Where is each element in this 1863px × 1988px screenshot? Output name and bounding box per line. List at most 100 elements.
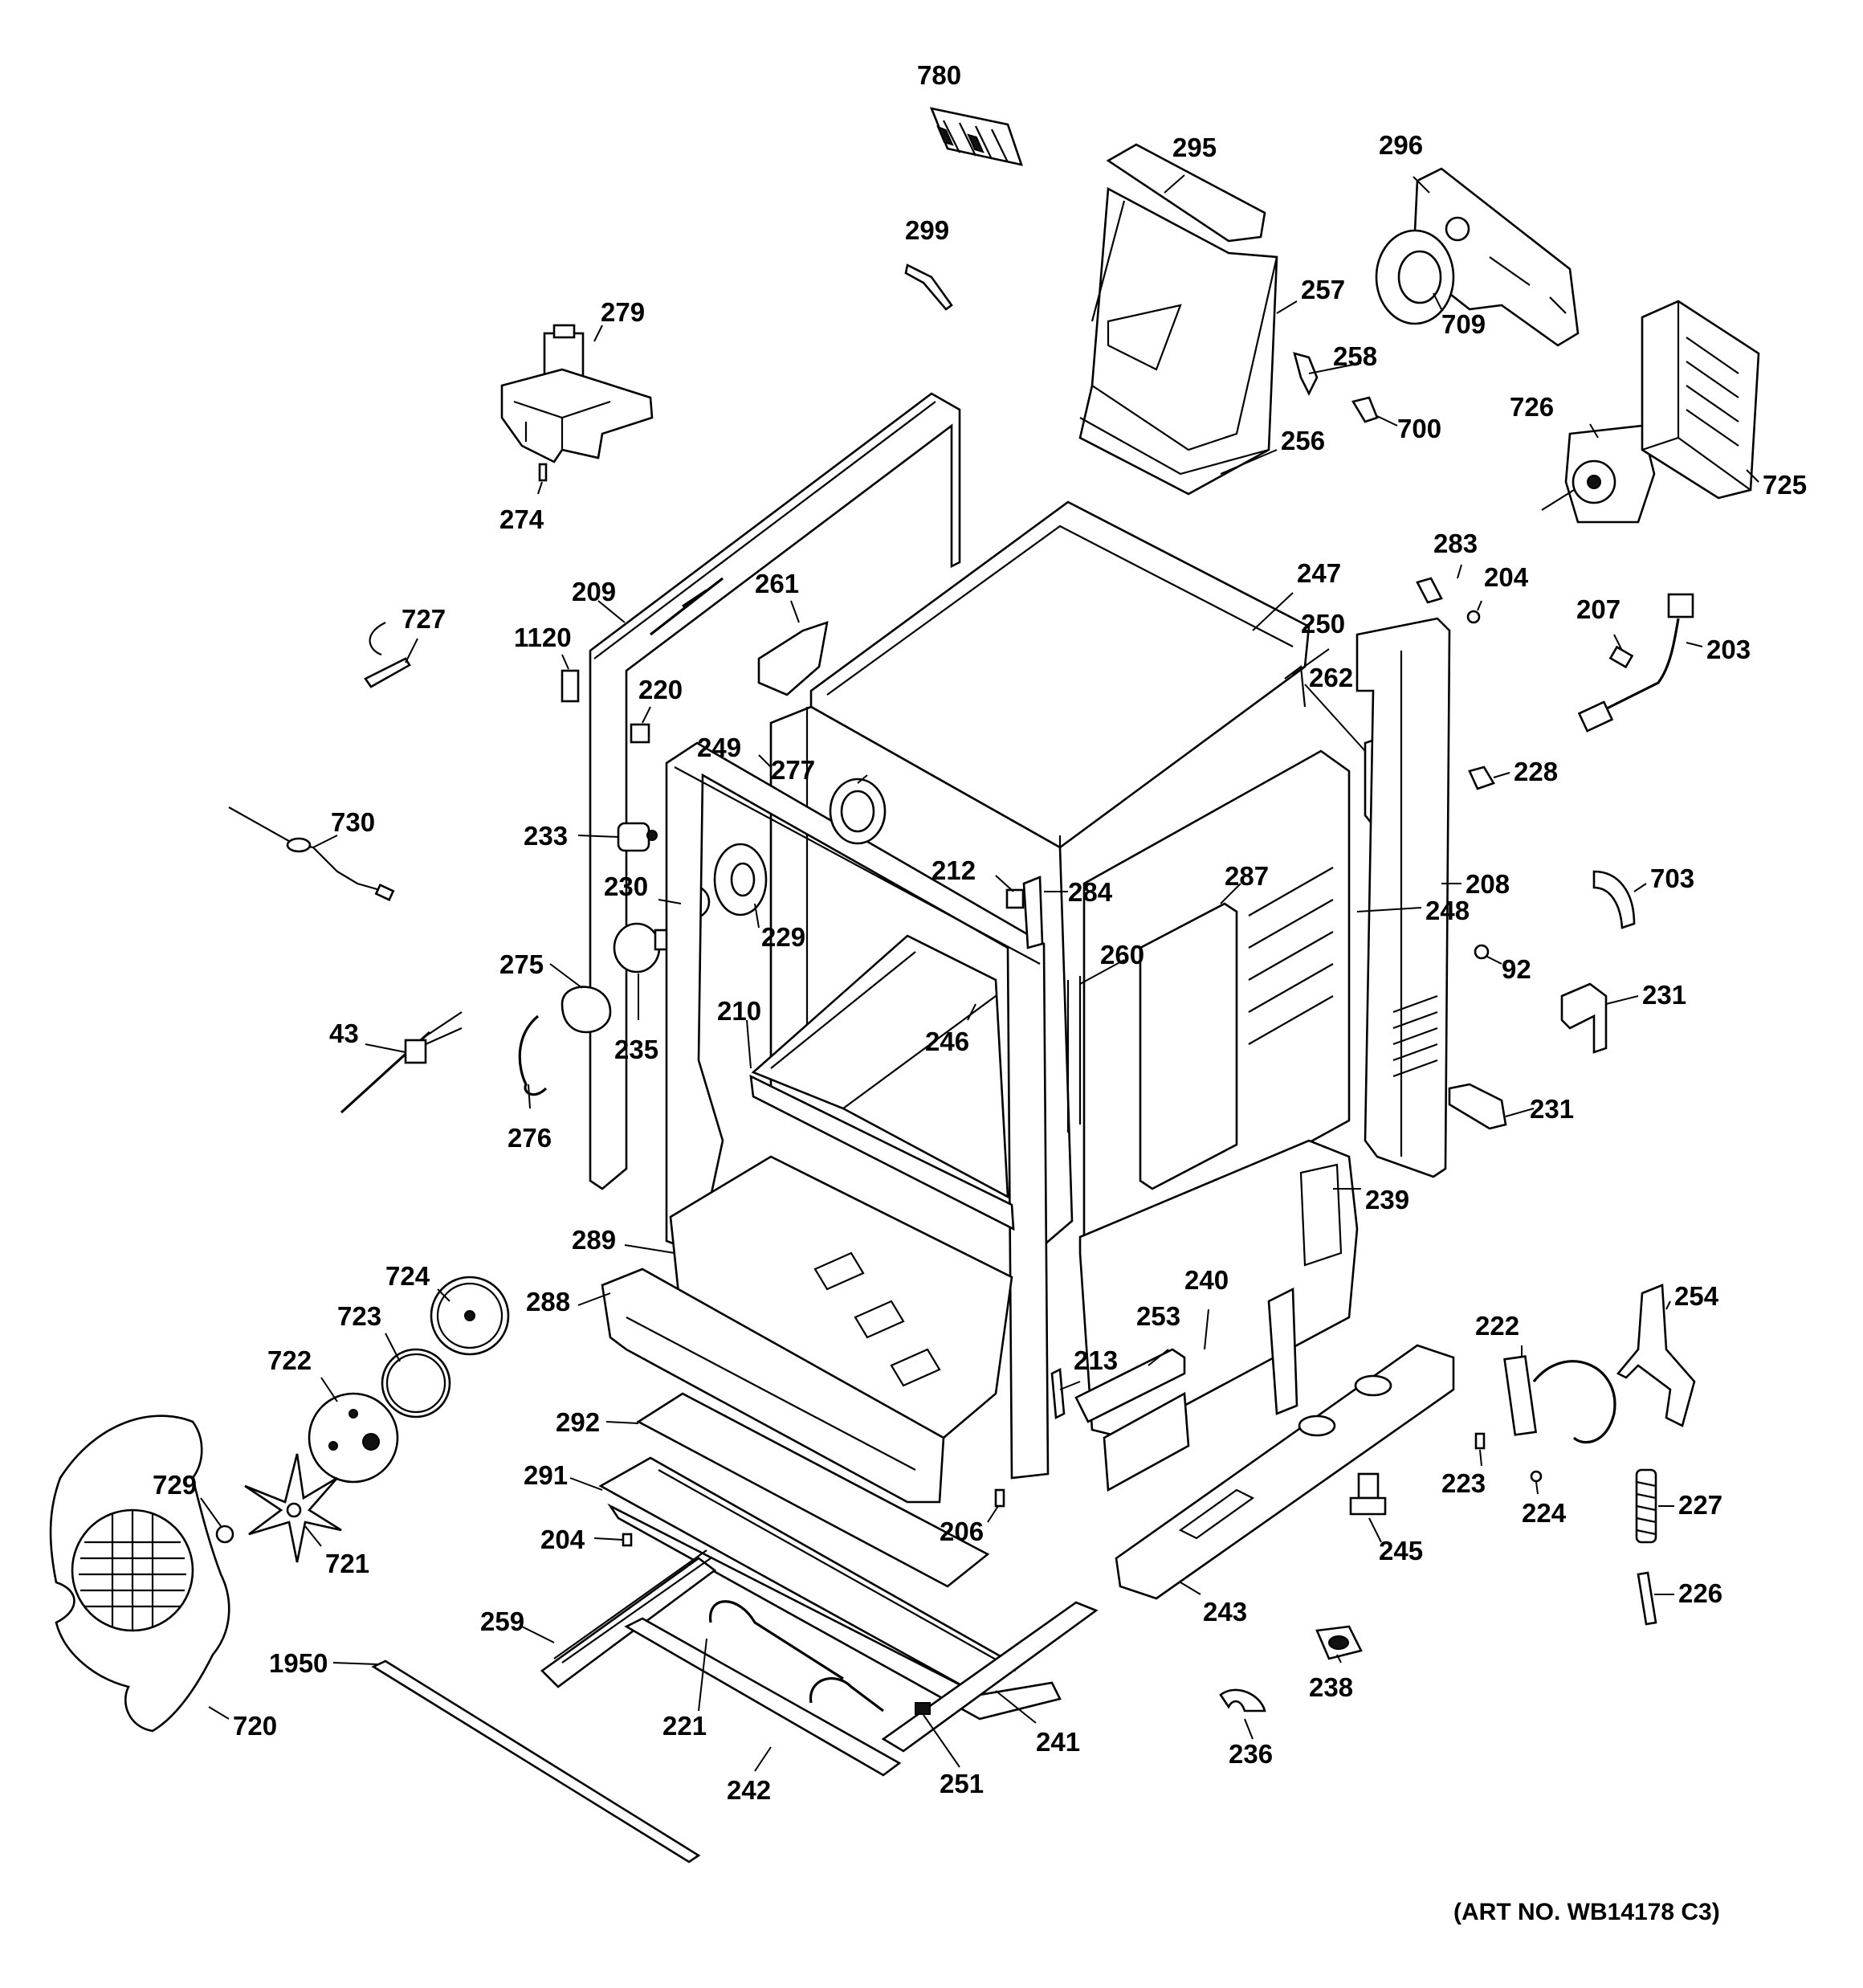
label-253: 253 bbox=[1136, 1301, 1180, 1331]
label-295: 295 bbox=[1172, 133, 1217, 162]
label-220: 220 bbox=[638, 675, 683, 704]
label-204-lower: 204 bbox=[540, 1525, 585, 1554]
part-251-clip bbox=[915, 1702, 931, 1715]
label-1120: 1120 bbox=[514, 623, 572, 652]
label-227: 227 bbox=[1678, 1490, 1722, 1520]
label-256: 256 bbox=[1281, 426, 1325, 455]
label-224: 224 bbox=[1522, 1498, 1567, 1528]
label-239: 239 bbox=[1365, 1185, 1409, 1214]
label-262: 262 bbox=[1309, 663, 1353, 692]
part-43-probe bbox=[340, 1011, 463, 1114]
label-223: 223 bbox=[1441, 1468, 1486, 1498]
part-725-box-cover bbox=[1641, 300, 1760, 500]
part-254-hinge bbox=[1616, 1284, 1696, 1427]
part-284-bracket bbox=[1022, 876, 1044, 949]
part-233-lamp-socket bbox=[617, 822, 658, 852]
part-206-clip bbox=[994, 1488, 1005, 1508]
part-204-screw-lower bbox=[622, 1533, 633, 1547]
part-203-cord bbox=[1577, 593, 1694, 733]
part-224-nut bbox=[1530, 1470, 1543, 1483]
label-723: 723 bbox=[337, 1301, 381, 1331]
label-213: 213 bbox=[1074, 1345, 1118, 1375]
label-291: 291 bbox=[524, 1460, 568, 1490]
part-1950-rail bbox=[371, 1659, 701, 1863]
label-236: 236 bbox=[1229, 1739, 1273, 1769]
art-number: (ART NO. WB14178 C3) bbox=[1453, 1899, 1720, 1925]
part-220-clip bbox=[630, 723, 650, 744]
label-238: 238 bbox=[1309, 1672, 1353, 1702]
label-289: 289 bbox=[572, 1225, 616, 1255]
label-275: 275 bbox=[499, 949, 544, 979]
part-245-leveler bbox=[1349, 1472, 1387, 1516]
label-726: 726 bbox=[1510, 392, 1554, 422]
part-729-nut bbox=[215, 1525, 234, 1544]
label-1950: 1950 bbox=[269, 1648, 328, 1678]
label-43: 43 bbox=[329, 1018, 359, 1048]
part-724-fan-cover bbox=[430, 1276, 510, 1356]
part-208-side-panel bbox=[1355, 617, 1451, 1178]
part-277-gasket bbox=[829, 778, 887, 845]
label-92: 92 bbox=[1502, 954, 1531, 984]
part-231-bracket-upper bbox=[1560, 982, 1608, 1054]
label-721: 721 bbox=[325, 1549, 369, 1578]
label-709: 709 bbox=[1441, 309, 1486, 339]
label-720: 720 bbox=[233, 1711, 277, 1741]
label-780: 780 bbox=[917, 60, 961, 90]
part-228-clip bbox=[1468, 765, 1495, 790]
label-288: 288 bbox=[526, 1287, 570, 1316]
part-242-rail bbox=[624, 1617, 902, 1777]
label-722: 722 bbox=[267, 1345, 312, 1375]
label-221: 221 bbox=[662, 1711, 707, 1741]
part-259-slide-rail bbox=[540, 1549, 717, 1688]
label-292: 292 bbox=[556, 1407, 600, 1437]
label-730: 730 bbox=[331, 807, 375, 837]
label-254: 254 bbox=[1674, 1281, 1719, 1311]
label-729: 729 bbox=[153, 1470, 197, 1500]
label-277: 277 bbox=[771, 755, 815, 785]
part-730-wire bbox=[228, 806, 395, 901]
part-250-strap bbox=[1284, 664, 1307, 708]
part-276-retainer bbox=[518, 1014, 548, 1096]
part-700-clip bbox=[1351, 396, 1379, 423]
label-248: 248 bbox=[1425, 896, 1470, 925]
label-241: 241 bbox=[1036, 1727, 1080, 1757]
label-230: 230 bbox=[604, 872, 648, 901]
label-259: 259 bbox=[480, 1606, 524, 1636]
part-727-sensor bbox=[364, 622, 411, 688]
part-780-vent-grille bbox=[929, 107, 1023, 166]
label-233: 233 bbox=[524, 821, 568, 851]
label-257: 257 bbox=[1301, 275, 1345, 304]
label-207: 207 bbox=[1576, 594, 1620, 624]
label-249: 249 bbox=[697, 733, 741, 762]
label-231-lower: 231 bbox=[1530, 1094, 1574, 1124]
part-292-baffle bbox=[636, 1392, 990, 1588]
part-204-screw-upper bbox=[1466, 610, 1481, 624]
part-288-brace bbox=[601, 1268, 945, 1504]
part-227-spring bbox=[1635, 1468, 1657, 1544]
label-247: 247 bbox=[1297, 558, 1341, 588]
part-92-nut bbox=[1474, 944, 1490, 960]
label-235: 235 bbox=[614, 1035, 658, 1064]
part-253-panel bbox=[1074, 1348, 1190, 1492]
label-226: 226 bbox=[1678, 1578, 1722, 1608]
label-231-upper: 231 bbox=[1642, 980, 1686, 1010]
part-279-valve-assembly bbox=[500, 324, 654, 463]
part-213-bracket bbox=[1050, 1367, 1066, 1420]
part-720-fan-shroud bbox=[49, 1414, 230, 1733]
label-229: 229 bbox=[761, 922, 805, 952]
part-1120-clip bbox=[561, 669, 580, 703]
label-276: 276 bbox=[508, 1123, 552, 1153]
label-700: 700 bbox=[1397, 414, 1441, 443]
part-709-gasket-ring bbox=[1375, 229, 1455, 325]
label-279: 279 bbox=[601, 297, 645, 327]
label-243: 243 bbox=[1203, 1597, 1247, 1627]
part-274-screw bbox=[538, 463, 548, 482]
part-246-liner bbox=[751, 934, 1009, 1199]
label-245: 245 bbox=[1379, 1536, 1423, 1565]
part-223-screw bbox=[1474, 1432, 1486, 1450]
label-258: 258 bbox=[1333, 341, 1377, 371]
label-299: 299 bbox=[905, 215, 949, 245]
label-727: 727 bbox=[402, 604, 446, 634]
part-229-gasket bbox=[713, 843, 768, 916]
part-235-bulb bbox=[613, 922, 673, 974]
